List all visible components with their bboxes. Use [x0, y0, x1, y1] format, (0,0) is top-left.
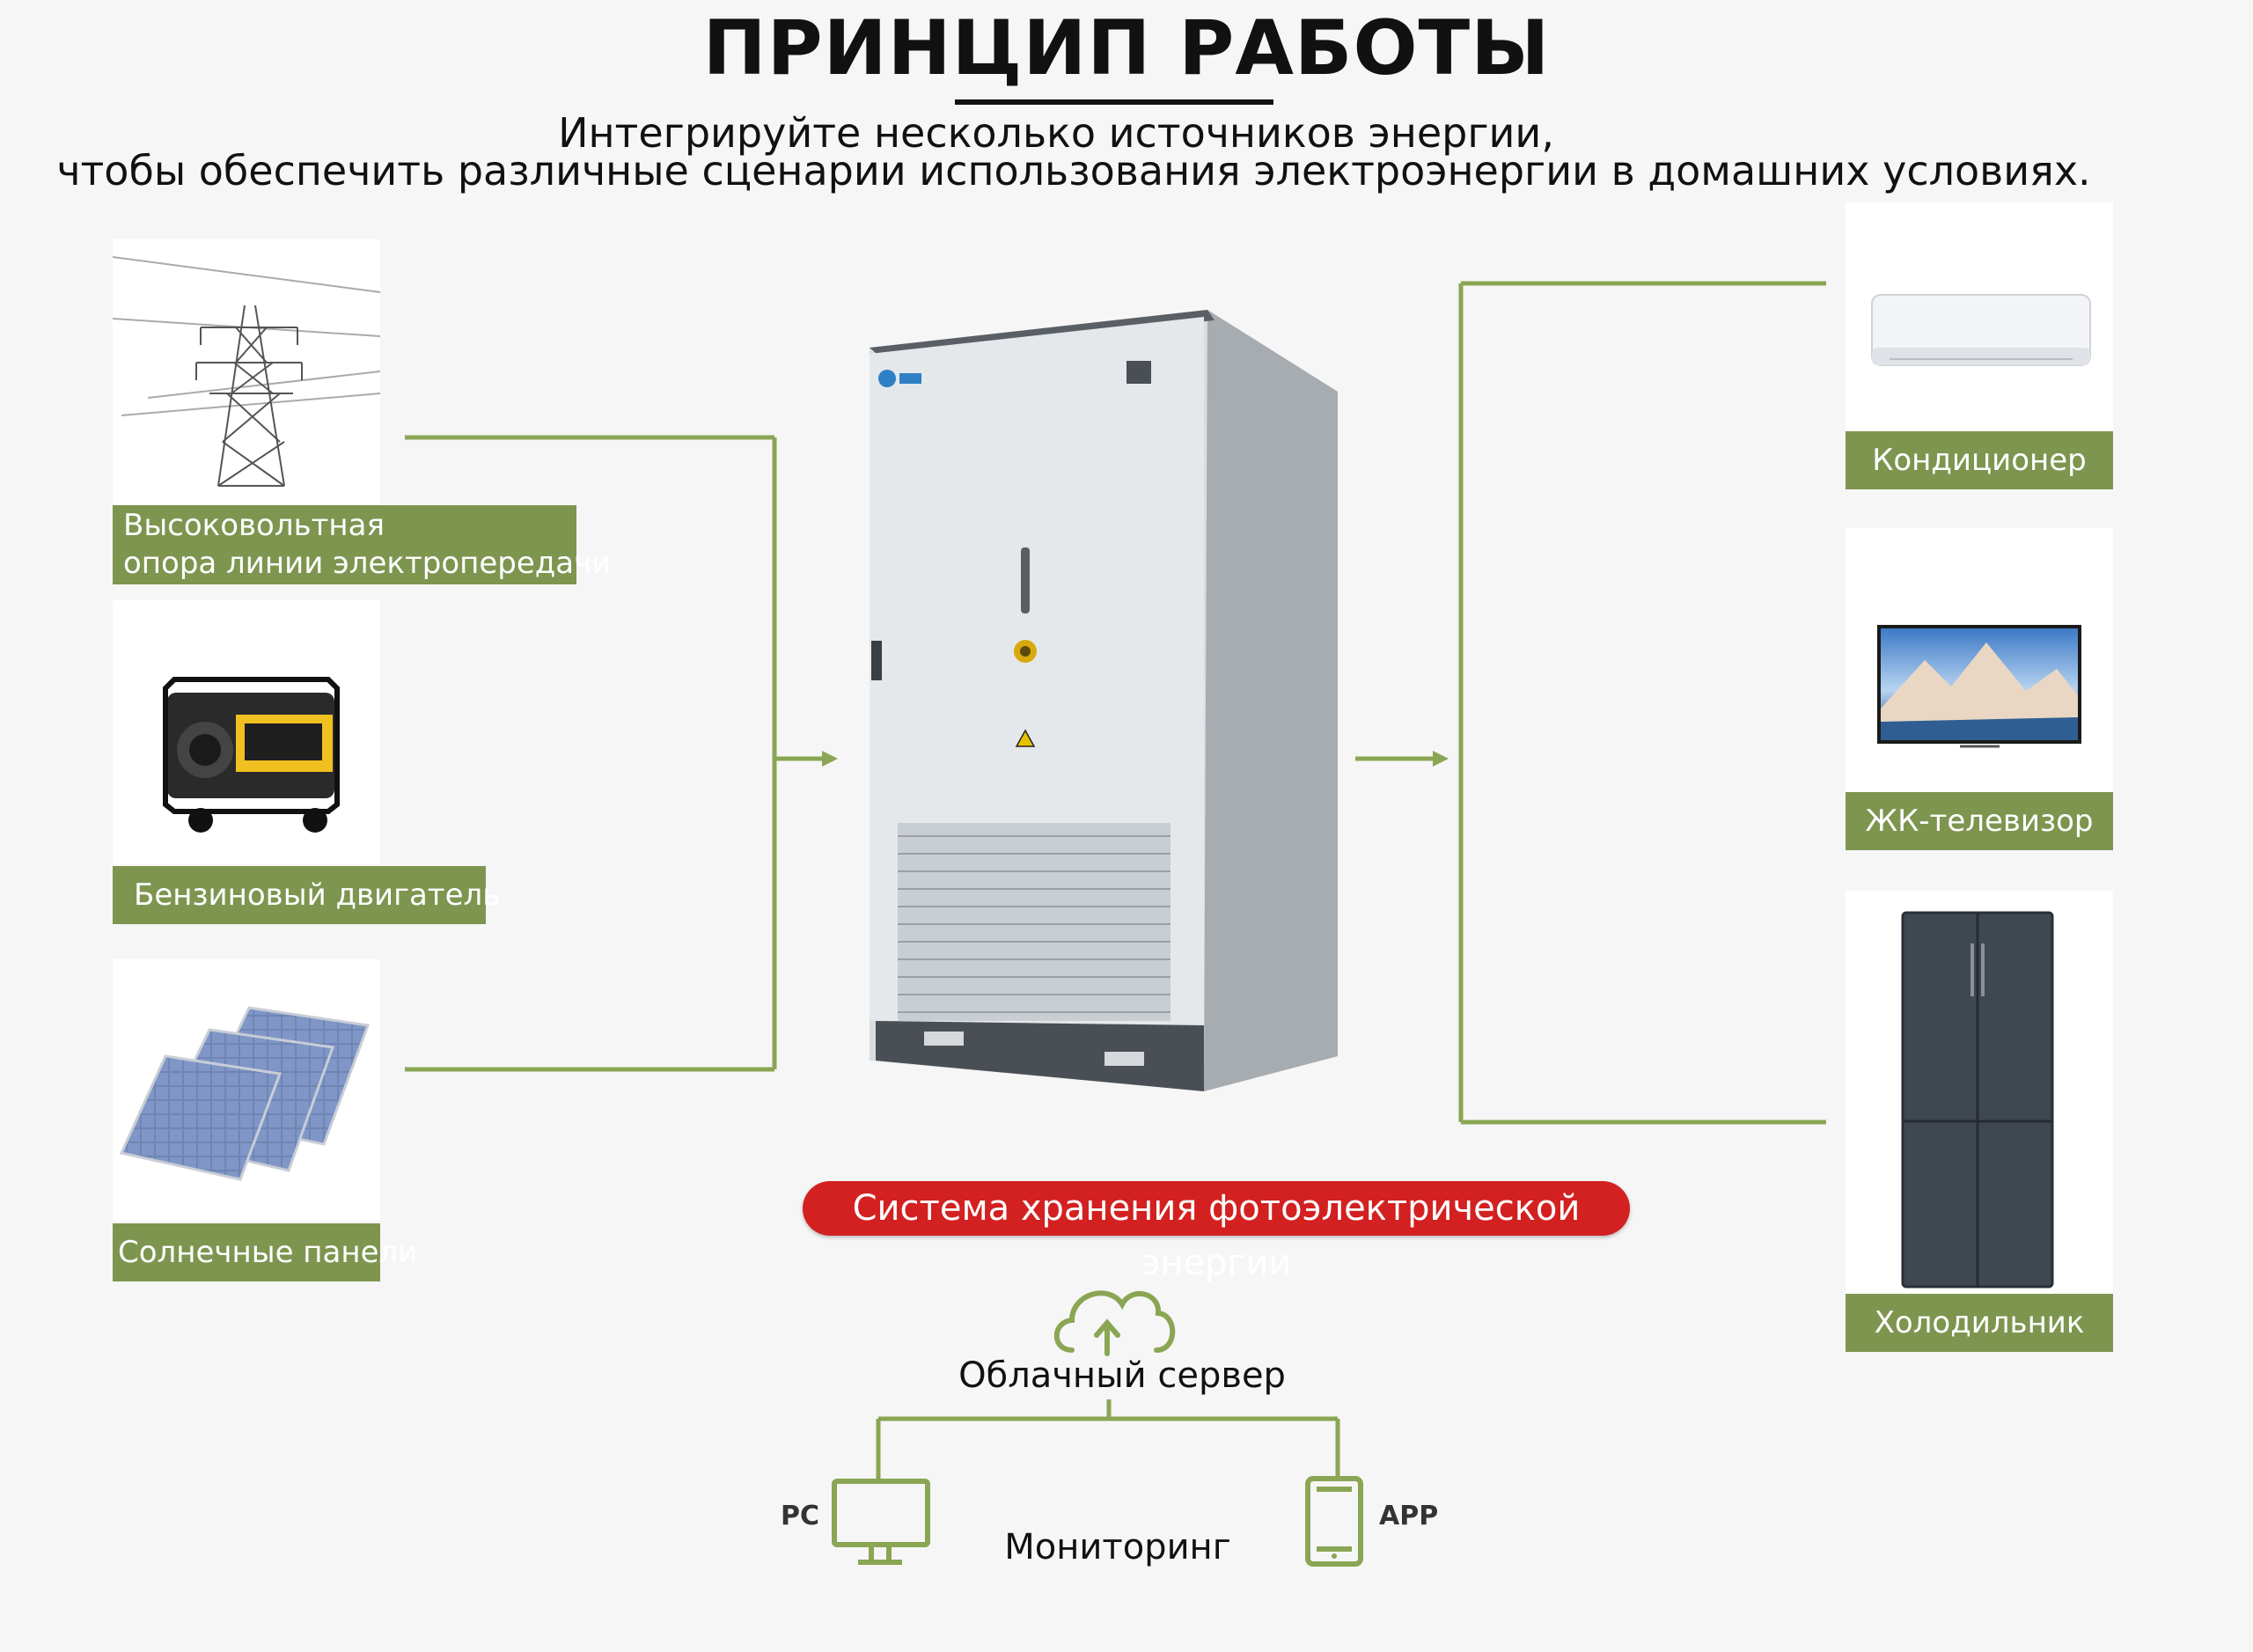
cloud-icon — [1053, 1290, 1176, 1356]
source-card-power-tower — [112, 239, 381, 508]
monitoring-label: Мониторинг — [1004, 1527, 1231, 1568]
output-connectors — [1355, 281, 1826, 1125]
title-underline — [955, 99, 1273, 105]
phone-app-icon — [1305, 1476, 1363, 1567]
subtitle-line-1: Интегрируйте несколько источников энерги… — [558, 109, 1554, 157]
solar-panels-icon — [119, 1006, 371, 1181]
source-label-line-2: опора линии электропередачи — [123, 546, 612, 581]
tv-icon — [1877, 625, 2081, 748]
source-label-power-tower: Высоковольтная опора линии электропереда… — [113, 505, 612, 584]
app-label: APP — [1379, 1501, 1439, 1531]
refrigerator-icon — [1901, 911, 2054, 1289]
pc-label: PC — [781, 1501, 820, 1531]
storage-cabinet-icon — [870, 310, 1338, 1091]
load-card-tv — [1846, 528, 2113, 792]
pc-monitor-icon — [832, 1479, 930, 1565]
air-conditioner-icon — [1871, 294, 2091, 366]
load-label-air-conditioner: Кондиционер — [1846, 431, 2113, 489]
page-title: ПРИНЦИП РАБОТЫ — [702, 4, 1551, 92]
load-card-refrigerator — [1846, 891, 2113, 1304]
load-label-refrigerator: Холодильник — [1846, 1294, 2113, 1352]
source-card-solar — [113, 959, 380, 1221]
input-arrow-icon — [822, 751, 838, 767]
source-label-solar: Солнечные панели — [113, 1223, 417, 1281]
cloud-server-label: Облачный сервер — [958, 1355, 1286, 1396]
output-arrow-icon — [1433, 751, 1449, 767]
source-label-line-1: Высоковольтная — [123, 508, 385, 543]
input-connectors — [405, 435, 834, 1072]
monitoring-connectors — [876, 1399, 1340, 1479]
subtitle-line-2: чтобы обеспечить различные сценарии испо… — [56, 147, 2091, 195]
source-label-generator: Бензиновый двигатель — [113, 866, 500, 924]
power-tower-icon — [112, 256, 381, 487]
generator-icon — [163, 677, 340, 833]
source-card-generator — [113, 600, 380, 864]
system-label-badge: Система хранения фотоэлектрической энерг… — [803, 1181, 1630, 1283]
load-card-air-conditioner — [1846, 202, 2113, 431]
load-label-tv: ЖК-телевизор — [1846, 792, 2113, 850]
